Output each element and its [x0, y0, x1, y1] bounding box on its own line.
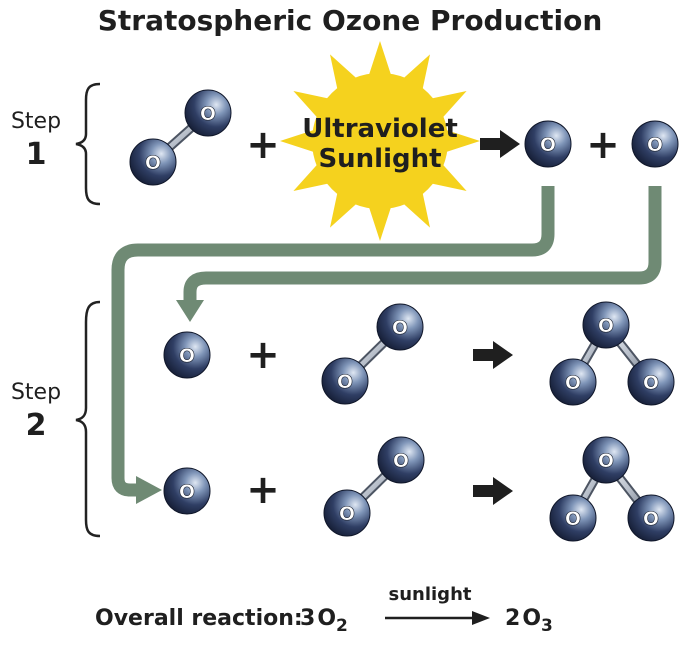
step-2-number: 2 [26, 408, 47, 443]
reactant-subscript: 2 [336, 616, 348, 636]
svg-text:O: O [392, 317, 408, 339]
flow-arrowhead-row2 [136, 476, 162, 504]
svg-text:O: O [337, 371, 353, 393]
svg-text:O: O [200, 103, 216, 125]
oxygen-molecule-step2-row1: OO [321, 303, 424, 405]
svg-text:O: O [540, 134, 556, 156]
flow-arrowhead-row1 [176, 300, 204, 322]
sun-label-line2: Sunlight [318, 144, 441, 174]
plus-sign-step2-row1: + [246, 332, 280, 378]
svg-text:O: O [565, 372, 581, 394]
oxygen-atom: O [163, 331, 211, 379]
sun-icon [280, 41, 480, 241]
plus-sign-step1-left: + [246, 122, 280, 168]
svg-text:O: O [339, 503, 355, 525]
svg-text:O: O [598, 450, 614, 472]
oxygen-atom: O [627, 494, 675, 542]
oxygen-atom: O [549, 494, 597, 542]
svg-text:O: O [145, 152, 161, 174]
flow-arrow-to-row1 [183, 186, 662, 302]
svg-text:O: O [179, 481, 195, 503]
ozone-molecule-step2-row1: O O O [549, 301, 675, 406]
overall-arrow-label: sunlight [389, 584, 472, 605]
svg-text:O: O [647, 134, 663, 156]
step-2-label: Step 2 [11, 380, 61, 443]
sun-label-line1: Ultraviolet [302, 114, 458, 144]
oxygen-atom-step2-row1: O [163, 331, 211, 379]
oxygen-atom-step2-row2: O [163, 467, 211, 515]
reaction-arrow-step2-row1 [473, 341, 513, 369]
oxygen-atom: O [323, 489, 371, 537]
step-2-brace [75, 300, 101, 538]
svg-text:O: O [598, 315, 614, 337]
overall-reaction-label: Overall reaction: [95, 606, 303, 631]
reaction-arrow-step1 [480, 130, 520, 158]
reactant-coefficient: 3 [300, 606, 315, 631]
oxygen-atom: O [582, 436, 630, 484]
step-2-word: Step [11, 380, 61, 405]
oxygen-atom: O [184, 89, 232, 137]
oxygen-atom: O [582, 301, 630, 349]
oxygen-molecule-step2-row2: OO [323, 436, 425, 537]
oxygen-atom: O [377, 436, 425, 484]
oxygen-atom: O [631, 120, 679, 168]
oxygen-atom: O [321, 357, 369, 405]
oxygen-atom-step1-product-b: O [631, 120, 679, 168]
product-subscript: 3 [541, 616, 553, 636]
oxygen-atom: O [627, 358, 675, 406]
reaction-arrow-step2-row2 [473, 477, 513, 505]
oxygen-molecule-step1: OO [129, 89, 232, 186]
overall-arrow-head [472, 611, 490, 625]
oxygen-atom: O [163, 467, 211, 515]
oxygen-atom: O [524, 120, 572, 168]
flow-arrows [111, 186, 662, 504]
step-1-label: Step 1 [11, 109, 61, 172]
flow-arrow-to-row2 [111, 186, 555, 497]
plus-sign-step1-right: + [586, 122, 620, 168]
svg-text:O: O [643, 372, 659, 394]
product-formula: 2O3 [505, 606, 553, 636]
reactant-symbol: O [317, 606, 336, 631]
product-coefficient: 2 [505, 606, 520, 631]
overall-reaction: Overall reaction: 3O2 sunlight 2O3 [95, 584, 553, 636]
reactant-formula: 3O2 [300, 606, 348, 636]
svg-text:O: O [393, 450, 409, 472]
svg-text:O: O [179, 345, 195, 367]
oxygen-atom: O [549, 358, 597, 406]
oxygen-atom-step1-product-a: O [524, 120, 572, 168]
oxygen-atom: O [129, 138, 177, 186]
step-1-number: 1 [26, 137, 47, 172]
diagram-title: Stratospheric Ozone Production [98, 4, 603, 37]
product-symbol: O [522, 606, 541, 631]
step-1-brace [75, 82, 101, 206]
svg-text:O: O [565, 508, 581, 530]
oxygen-atom: O [376, 303, 424, 351]
ozone-molecule-step2-row2: O O O [549, 436, 675, 542]
plus-sign-step2-row2: + [246, 467, 280, 513]
step-1-word: Step [11, 109, 61, 134]
svg-text:O: O [643, 508, 659, 530]
